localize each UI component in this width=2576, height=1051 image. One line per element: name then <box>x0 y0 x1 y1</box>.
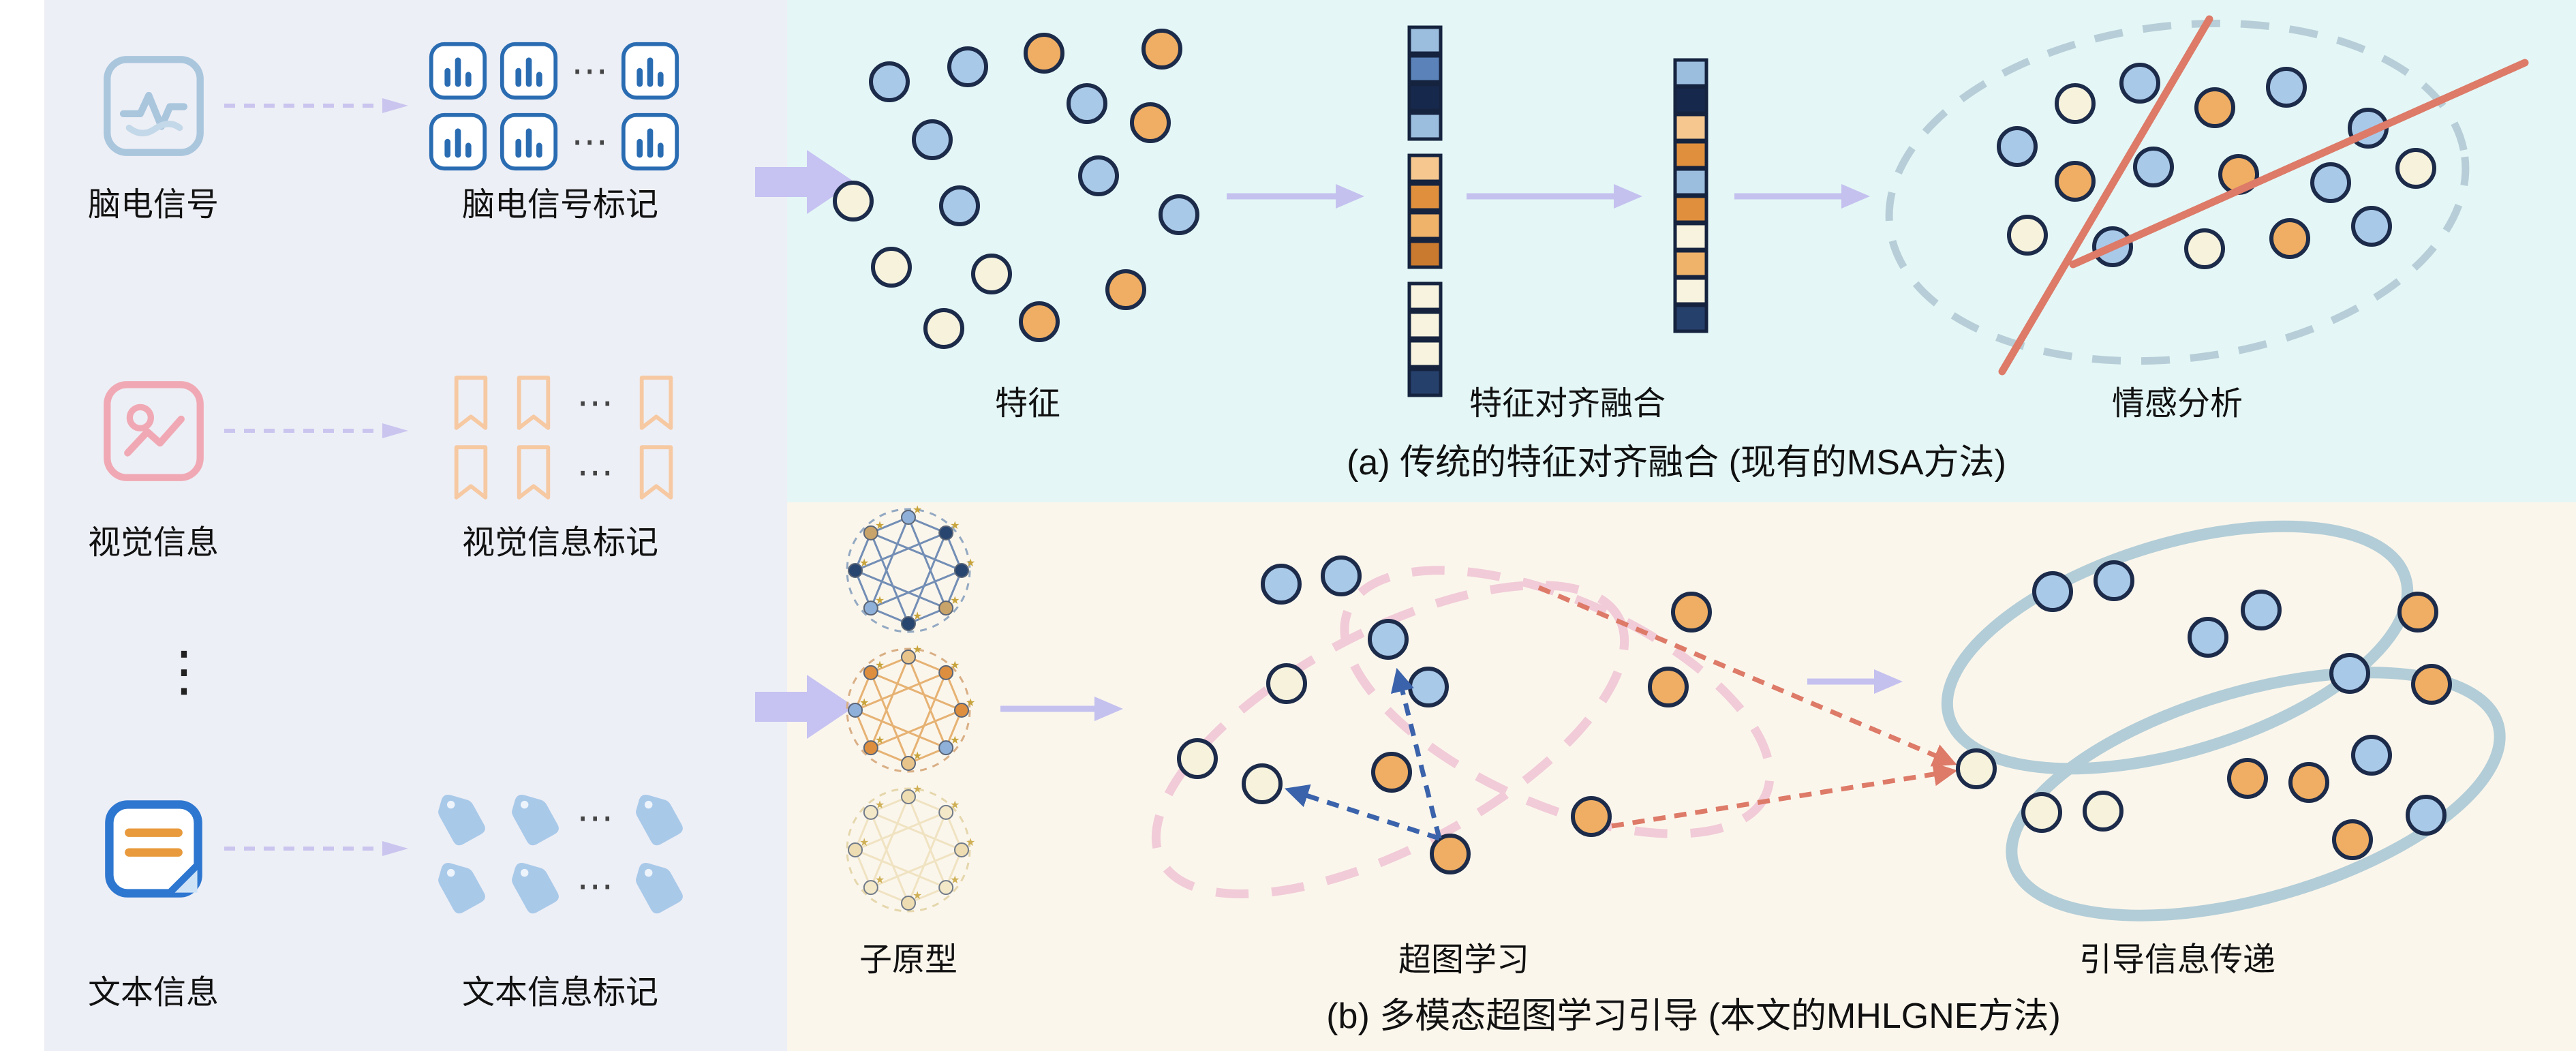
text-token-icon <box>626 789 688 847</box>
eeg-token-row: ⋯ <box>428 112 680 172</box>
eeg-signal-icon <box>104 56 204 156</box>
visual-token-icon <box>450 443 492 502</box>
text-token-icon <box>626 857 688 915</box>
eeg-token-icon <box>428 41 488 101</box>
eeg-token-grid: ⋯ ⋯ <box>428 41 680 172</box>
eeg-token-icon <box>428 112 488 172</box>
text-token-label: 文本信息标记 <box>461 975 659 1011</box>
eeg-to-token-arrow <box>221 97 412 114</box>
visual-token-grid: ⋯ ⋯ <box>450 374 677 502</box>
eeg-token-icon <box>499 41 559 101</box>
eeg-token-icon <box>499 112 559 172</box>
visual-token-icon <box>512 374 555 432</box>
visual-to-token-arrow <box>221 423 412 439</box>
text-to-token-arrow <box>221 840 412 857</box>
text-label: 文本信息 <box>87 975 219 1011</box>
visual-label: 视觉信息 <box>87 525 219 561</box>
eeg-token-row: ⋯ <box>428 41 680 101</box>
visual-token-icon <box>450 374 492 432</box>
panel-a-caption: (a) 传统的特征对齐融合 (现有的MSA方法) <box>1347 443 2006 483</box>
token-ellipsis: ⋯ <box>571 121 608 162</box>
flow-block-arrow-bottom <box>755 669 857 744</box>
text-token-icon <box>428 789 491 847</box>
text-token-icon <box>502 857 564 915</box>
prototypes-label: 子原型 <box>859 942 958 978</box>
eeg-label: 脑电信号 <box>87 187 219 223</box>
visual-token-row: ⋯ <box>450 374 677 432</box>
text-token-row: ⋯ <box>428 789 688 847</box>
hypergraph-label: 超图学习 <box>1398 942 1530 978</box>
token-ellipsis: ⋯ <box>577 797 613 838</box>
text-token-icon <box>502 789 564 847</box>
guidance-label: 引导信息传递 <box>2079 942 2276 978</box>
token-ellipsis: ⋯ <box>571 50 608 91</box>
flow-block-arrow-top <box>755 144 857 219</box>
visual-token-icon <box>512 443 555 502</box>
visual-token-row: ⋯ <box>450 443 677 502</box>
sentiment-label: 情感分析 <box>2111 386 2243 422</box>
panel-b-caption: (b) 多模态超图学习引导 (本文的MHLGNE方法) <box>1326 996 2061 1036</box>
panel-a-background <box>787 0 2576 502</box>
eeg-token-icon <box>620 41 680 101</box>
visual-token-icon <box>635 443 677 502</box>
text-info-icon <box>105 800 202 898</box>
text-token-grid: ⋯ ⋯ <box>428 789 688 915</box>
token-ellipsis: ⋯ <box>577 452 613 493</box>
token-ellipsis: ⋯ <box>577 866 613 907</box>
eeg-token-icon <box>620 112 680 172</box>
eeg-token-label: 脑电信号标记 <box>461 187 659 223</box>
text-token-row: ⋯ <box>428 857 688 915</box>
panel-b-background <box>787 502 2576 1051</box>
visual-token-icon <box>635 374 677 432</box>
fusion-label: 特征对齐融合 <box>1469 386 1666 422</box>
text-token-icon <box>428 857 491 915</box>
token-ellipsis: ⋯ <box>577 382 613 423</box>
features-label: 特征 <box>994 386 1061 422</box>
visual-token-label: 视觉信息标记 <box>461 525 659 561</box>
modality-ellipsis: ⋮ <box>157 641 211 701</box>
visual-info-icon <box>104 381 204 481</box>
